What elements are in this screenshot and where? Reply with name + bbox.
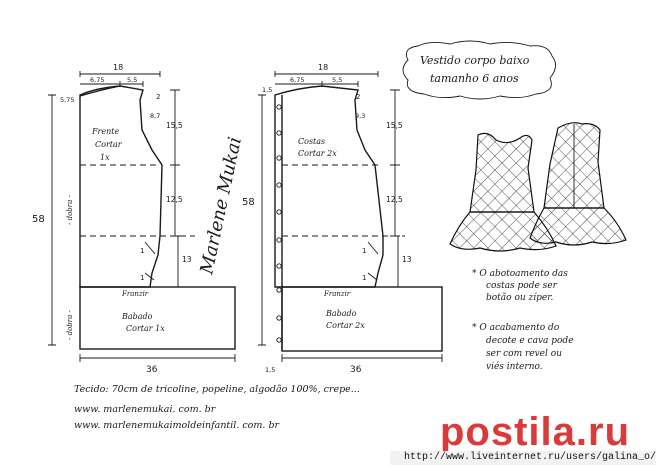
note-2-line-2: decote e cava pode	[486, 336, 574, 346]
back-ruffle-width: 36	[350, 365, 362, 375]
dress-front-bodice	[469, 132, 535, 213]
front-ruffle-label-line-1: Babado	[121, 312, 153, 321]
front-ruffle-label-line-2: Cortar 1x	[126, 324, 165, 333]
website-1: www. marlenemukai. com. br	[74, 404, 217, 415]
note-1-line-1: * O abotoamento das	[472, 269, 568, 279]
back-1a-dim: 1	[362, 247, 366, 255]
note-2-line-1: * O acabamento do	[472, 323, 560, 333]
back-width-arrow	[274, 71, 379, 77]
front-neckline	[79, 85, 121, 97]
note-1-line-2: costas pode ser	[486, 281, 558, 291]
back-ruffle-outline	[281, 286, 443, 352]
dress-front-sketch	[449, 132, 557, 252]
front-side-tick-2	[144, 272, 155, 281]
front-width-top: 18	[113, 63, 123, 72]
front-label-line-2: Cortar	[95, 140, 123, 149]
front-bodice-outline	[79, 85, 163, 288]
website-2: www. marlenemukaimoldeinfantil. com. br	[74, 420, 281, 431]
back-shoulder-arrow	[322, 81, 359, 87]
back-ruffle-piece	[281, 286, 443, 362]
back-left-vertical	[258, 94, 266, 346]
front-ruffle-outline	[79, 286, 236, 350]
front-label-line-3: 1x	[100, 153, 110, 162]
dress-back-skirt	[529, 207, 627, 246]
back-1b-dim: 1	[362, 274, 366, 282]
back-button	[276, 237, 282, 243]
back-button	[276, 130, 282, 136]
back-button	[276, 209, 282, 215]
front-ruffle-gather: Franzir	[121, 290, 149, 298]
back-ruffle-gather: Franzir	[323, 290, 351, 298]
back-armhole-dim: 9,3	[355, 112, 365, 120]
back-label-line-2: Cortar 2x	[298, 149, 337, 158]
dress-back-sketch	[529, 122, 627, 246]
back-side-tick-2	[367, 272, 378, 281]
back-bodice-outline	[274, 85, 384, 288]
fabric-text: Tecido: 70cm de tricoline, popeline, alg…	[74, 384, 360, 395]
front-155-dim: 15,5	[166, 121, 183, 130]
back-neck-dim: 6,75	[290, 76, 304, 84]
front-575-dim: 5,75	[60, 96, 74, 104]
watermark-logo: postila.ru	[440, 410, 631, 454]
front-height-dim: 58	[32, 214, 45, 225]
front-13-dim: 13	[182, 255, 192, 264]
front-left-vertical	[48, 94, 56, 346]
front-side-tick-1	[144, 241, 156, 255]
front-1b-dim: 1	[140, 274, 144, 282]
note-1-line-3: botão ou zíper.	[486, 292, 554, 303]
back-button	[276, 337, 282, 343]
front-shoulder-dim: 5,5	[127, 76, 137, 84]
back-side-tick-1	[367, 241, 379, 255]
back-label-line-1: Costas	[298, 137, 325, 146]
front-ruffle-width: 36	[146, 365, 158, 375]
back-155-dim: 15,5	[386, 121, 403, 130]
front-ruffle-piece	[79, 286, 236, 362]
front-ruffle-width-arrow	[79, 354, 236, 362]
front-right-top-dim: 2	[156, 93, 160, 101]
front-ruffle-fold-label: - dobra -	[66, 309, 74, 340]
back-right-top-dim: 2	[356, 93, 360, 101]
back-button	[276, 155, 282, 161]
back-ruffle-width-arrow	[281, 354, 443, 362]
front-125-dim: 12,5	[166, 195, 183, 204]
back-buttons	[276, 104, 282, 343]
note-2-line-3: ser com revel ou	[486, 349, 562, 359]
back-shoulder-dim: 5,5	[332, 76, 342, 84]
note-2-line-4: viés interno.	[486, 361, 543, 372]
front-fold-label: - dobra -	[66, 194, 74, 225]
back-ruffle-label-line-1: Babado	[325, 309, 357, 318]
back-ruffle-label-line-2: Cortar 2x	[326, 321, 365, 330]
front-shoulder-arrow	[120, 81, 144, 87]
watermark-url[interactable]: http://www.liveinternet.ru/users/galina_…	[390, 451, 656, 465]
back-button	[276, 104, 282, 110]
front-neck-dim: 6,75	[90, 76, 104, 84]
back-button	[276, 315, 282, 321]
back-button	[276, 287, 282, 293]
front-label-line-1: Frente	[91, 127, 119, 136]
title-line-1: Vestido corpo baixo	[420, 54, 530, 67]
front-width-arrow	[79, 71, 161, 77]
title-cloud	[402, 40, 556, 100]
back-15a-dim: 1,5	[262, 86, 272, 94]
back-width-top: 18	[318, 63, 328, 72]
front-1a-dim: 1	[140, 247, 144, 255]
signature: Marlene Mukai	[196, 135, 246, 277]
back-height-dim: 58	[242, 197, 255, 208]
back-13-dim: 13	[402, 255, 412, 264]
back-15b-dim: 1,5	[265, 366, 275, 374]
front-armhole-dim: 8,7	[150, 112, 160, 120]
title-line-2: tamanho 6 anos	[430, 72, 519, 85]
back-125-dim: 12,5	[386, 195, 403, 204]
back-button	[276, 263, 282, 269]
back-button	[276, 182, 282, 188]
